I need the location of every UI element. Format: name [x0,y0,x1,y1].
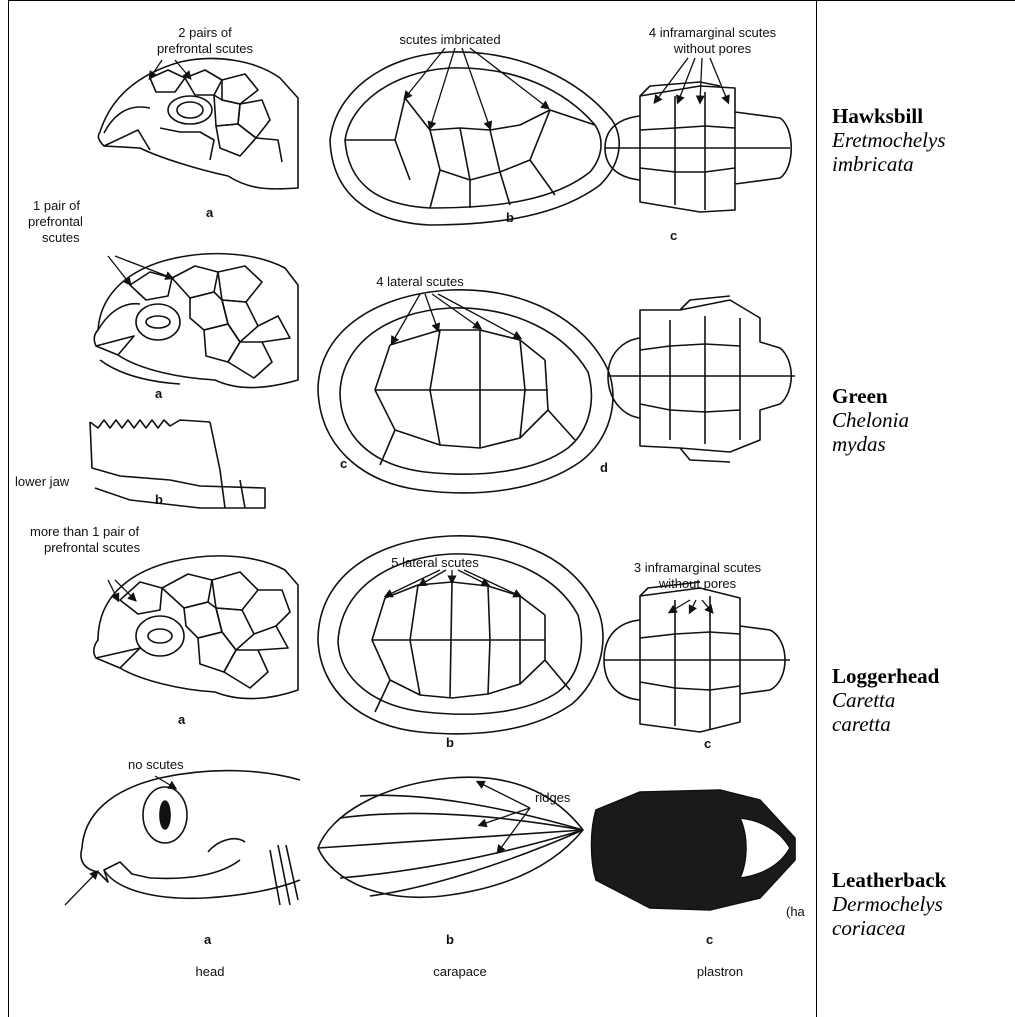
loggerhead-carapace-note: 5 lateral scutes [360,555,510,571]
loggerhead-plastron-note-line2: without pores [610,576,785,592]
species-leatherback-species: coriacea [832,916,946,940]
green-head-note-line3: scutes [42,230,80,246]
leatherback-head-letter: a [204,932,211,947]
species-hawksbill: Hawksbill Eretmochelys imbricata [832,104,946,176]
species-leatherback-common: Leatherback [832,868,946,892]
column-label-plastron: plastron [660,964,780,980]
hawksbill-plastron-note-line1: 4 inframarginal scutes [625,25,800,41]
species-loggerhead: Loggerhead Caretta caretta [832,664,939,736]
loggerhead-head-note-line1: more than 1 pair of [30,524,139,540]
species-leatherback-genus: Dermochelys [832,892,946,916]
hawksbill-head-note-line1: 2 pairs of [135,25,275,41]
green-lowerjaw-drawing [90,420,265,508]
hawksbill-head-drawing [98,59,298,189]
hawksbill-plastron-note-line2: without pores [625,41,800,57]
hawksbill-carapace-note: scutes imbricated [360,32,540,48]
species-loggerhead-common: Loggerhead [832,664,939,688]
hawksbill-plastron-letter: c [670,228,677,243]
green-plastron-drawing [608,296,795,462]
green-carapace-note: 4 lateral scutes [345,274,495,290]
species-hawksbill-species: imbricata [832,152,946,176]
leatherback-head-drawing [81,771,300,905]
green-head-note-line1: 1 pair of [33,198,80,214]
green-plastron-letter: d [600,460,608,475]
species-loggerhead-species: caretta [832,712,939,736]
turtle-identification-drawings [0,0,816,1017]
green-carapace-letter: c [340,456,347,471]
hawksbill-carapace-drawing [330,52,619,225]
leatherback-carapace-letter: b [446,932,454,947]
green-carapace-drawing [318,290,613,493]
green-head-note-line2: prefrontal [28,214,83,230]
loggerhead-head-note-line2: prefrontal scutes [44,540,140,556]
hawksbill-head-letter: a [206,205,213,220]
species-loggerhead-genus: Caretta [832,688,939,712]
column-divider [816,0,817,1017]
column-label-carapace: carapace [400,964,520,980]
green-head-letter: a [155,386,162,401]
species-leatherback: Leatherback Dermochelys coriacea [832,868,946,940]
hawksbill-carapace-letter: b [506,210,514,225]
column-label-head: head [150,964,270,980]
loggerhead-plastron-note-line1: 3 inframarginal scutes [610,560,785,576]
hawksbill-head-note-line2: prefrontal scutes [135,41,275,57]
loggerhead-plastron-drawing [604,582,790,732]
species-hawksbill-genus: Eretmochelys [832,128,946,152]
loggerhead-plastron-letter: c [704,736,711,751]
leatherback-cut-note: (ha [786,904,805,920]
loggerhead-carapace-letter: b [446,735,454,750]
leatherback-carapace-note: ridges [535,790,570,806]
loggerhead-head-drawing [94,556,298,699]
species-green-species: mydas [832,432,909,456]
species-hawksbill-common: Hawksbill [832,104,946,128]
leatherback-plastron-drawing [592,790,796,910]
species-green: Green Chelonia mydas [832,384,909,456]
green-jaw-note: lower jaw [15,474,69,490]
loggerhead-head-letter: a [178,712,185,727]
green-head-drawing [94,254,298,388]
species-green-common: Green [832,384,909,408]
species-green-genus: Chelonia [832,408,909,432]
leatherback-head-note: no scutes [128,757,184,773]
green-jaw-letter: b [155,492,163,507]
hawksbill-plastron-drawing [605,82,791,212]
leatherback-plastron-letter: c [706,932,713,947]
